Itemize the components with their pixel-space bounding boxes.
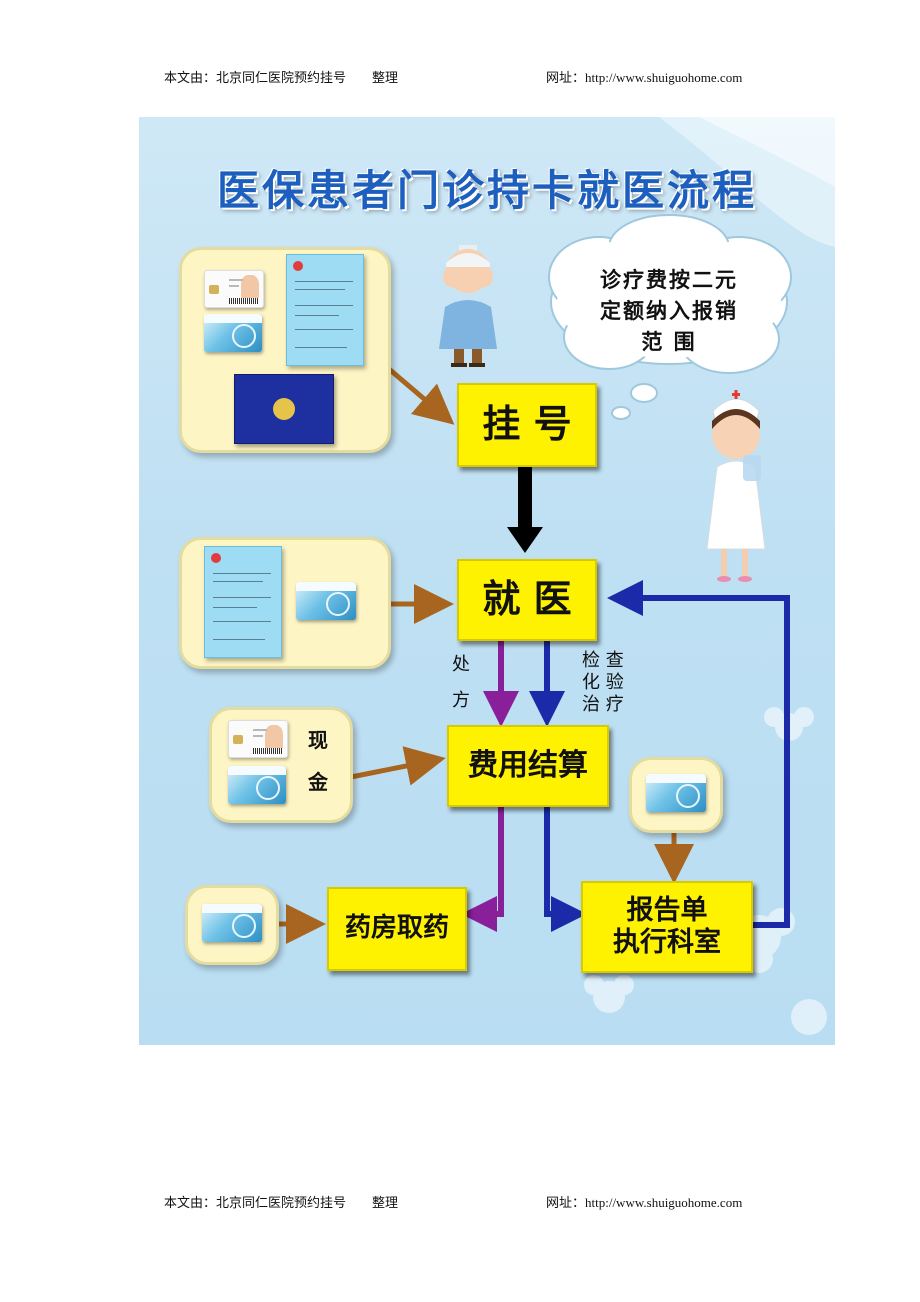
panel-settlement-cards: 现 金: [209, 707, 353, 823]
header-left: 本文由：北京同仁医院预约挂号 整理: [164, 67, 398, 86]
arrow-docs-to-register: [387, 367, 455, 425]
flower-decoration: [584, 707, 827, 1035]
poster-background: [276, 117, 835, 1035]
medical-card: [204, 314, 262, 352]
arrow-cash-to-settle: [350, 746, 446, 786]
arrow-settle-to-report: [544, 805, 587, 932]
nurse-figure: [706, 390, 766, 582]
cash-label-2: 金: [308, 770, 328, 794]
flowchart-poster: 医保患者门诊持卡就医流程 诊疗费按二元 定额纳入报销 范 围: [139, 117, 835, 1045]
arrow-report-back-to-consult: [607, 580, 790, 928]
step-pharmacy: 药房取药: [327, 887, 467, 971]
cloud-line-2: 定额纳入报销: [600, 299, 738, 323]
medical-card-5: [646, 774, 706, 812]
patient-figure: [439, 245, 497, 367]
cloud-line-1: 诊疗费按二元: [600, 268, 738, 292]
header-url: 网址：http://www.shuiguohome.com: [546, 70, 743, 85]
arrow-settle-to-pharmacy: [461, 805, 504, 932]
footer-left: 本文由：北京同仁医院预约挂号 整理: [164, 1192, 398, 1211]
header-source: 本文由：北京同仁医院预约挂号: [164, 70, 347, 85]
step-register: 挂 号: [457, 383, 597, 467]
panel-report-card: [629, 757, 723, 833]
footer-suffix: 整理: [372, 1195, 399, 1210]
panel-pharmacy-card: [185, 885, 279, 965]
outpatient-record-booklet: [286, 254, 364, 366]
footer-url: 网址：http://www.shuiguohome.com: [546, 1195, 743, 1210]
footer-source: 本文由：北京同仁医院预约挂号: [164, 1195, 347, 1210]
panel-consult-documents: [179, 537, 391, 669]
step-report: 报告单 执行科室: [581, 881, 753, 973]
report-line-2: 执行科室: [613, 927, 721, 958]
step-consult: 就 医: [457, 559, 597, 641]
prescription-label-1: 处: [452, 654, 470, 675]
outpatient-record-booklet-2: [204, 546, 282, 658]
cloud-line-3: 范 围: [641, 330, 697, 354]
report-line-1: 报告单: [626, 894, 708, 926]
medical-card-3: [228, 766, 286, 804]
insurance-handbook: [234, 374, 334, 444]
prescription-label-2: 方: [452, 690, 470, 711]
social-security-card-2: [228, 720, 288, 758]
step-settlement: 费用结算: [447, 725, 609, 807]
exam-label-1: 检 查: [582, 650, 624, 671]
exam-label-2: 化 验: [582, 672, 624, 693]
social-security-card: [204, 270, 264, 308]
poster-title: 医保患者门诊持卡就医流程: [216, 166, 757, 215]
arrow-register-to-consult: [507, 463, 543, 553]
medical-card-4: [202, 904, 262, 942]
exam-label-3: 治 疗: [582, 694, 624, 715]
cloud-note: 诊疗费按二元 定额纳入报销 范 围: [559, 265, 779, 358]
medical-card-2: [296, 582, 356, 620]
header-suffix: 整理: [372, 70, 399, 85]
cash-label-1: 现: [308, 728, 328, 752]
panel-register-documents: [179, 247, 391, 453]
